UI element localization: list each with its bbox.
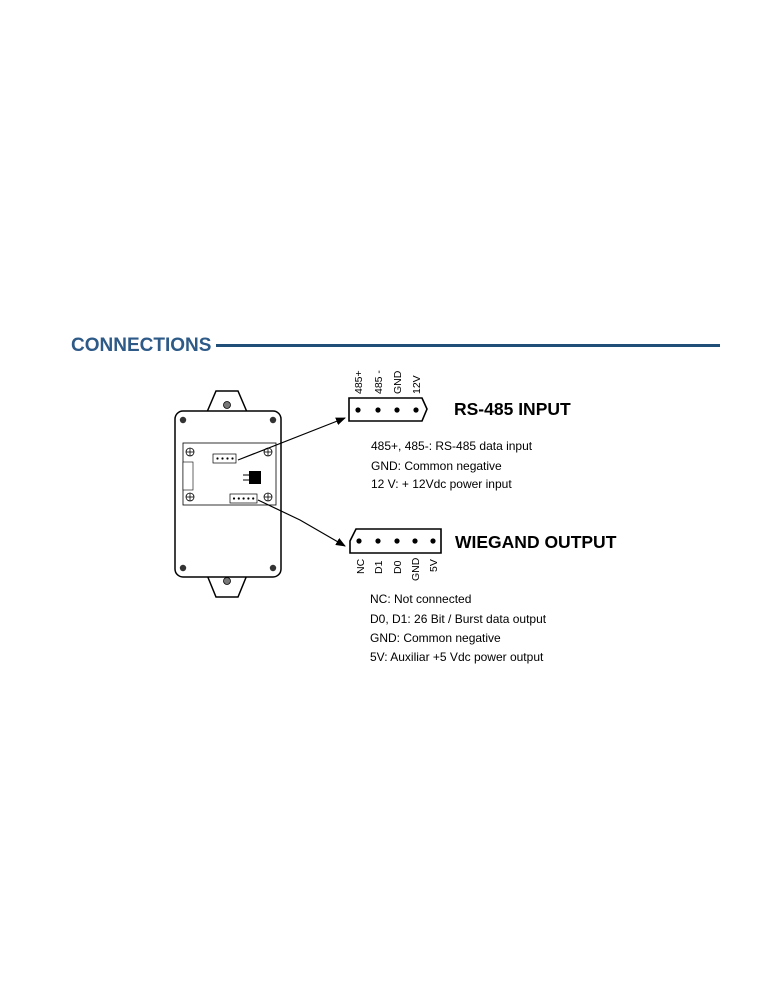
circuit-board [182, 442, 277, 506]
wiegand-pin-label: D0 [392, 560, 404, 574]
screw-top-left [179, 416, 187, 424]
screw-bottom-left [179, 564, 187, 572]
wiegand-pin-dot [394, 538, 400, 544]
rs485-description: GND: Common negative [371, 459, 502, 473]
screw-top-right [269, 416, 277, 424]
screw-bottom-right [269, 564, 277, 572]
wiegand-arrow [257, 499, 346, 547]
rs485-pin-label: GND [392, 370, 404, 394]
wiegand-pin-dot [430, 538, 436, 544]
section-title: CONNECTIONS [71, 335, 212, 356]
wiegand-pin-dot [375, 538, 381, 544]
rs485-arrow [237, 417, 346, 461]
wiegand-pin-label: NC [355, 558, 367, 574]
pcb-rs485-connector [212, 453, 237, 464]
pcb-side-component [182, 461, 194, 491]
wiegand-pin-dot [412, 538, 418, 544]
rs485-pin-label: 485+ [353, 370, 365, 394]
wiegand-pin-label: 5V [428, 559, 440, 572]
pcb-jumper [243, 471, 261, 484]
pcb-hole-top-left-icon [185, 447, 195, 457]
pcb-outline [182, 442, 277, 506]
rs485-pin-dot [413, 407, 419, 413]
wiegand-pin-label: D1 [373, 560, 385, 574]
rs485-pin-dot [355, 407, 361, 413]
rs485-description: 485+, 485-: RS-485 data input [371, 439, 533, 453]
bottom-mounting-hole [223, 577, 231, 585]
wiegand-description: NC: Not connected [370, 592, 471, 606]
wiegand-description: GND: Common negative [370, 631, 501, 645]
rs485-description: 12 V: + 12Vdc power input [371, 477, 512, 491]
rs485-pin-dot [375, 407, 381, 413]
section-divider [216, 344, 720, 347]
wiegand-description: 5V: Auxiliar +5 Vdc power output [370, 650, 544, 664]
rs485-terminal-block [348, 397, 428, 422]
top-mounting-hole [223, 401, 231, 409]
pcb-hole-bottom-left-icon [185, 492, 195, 502]
wiegand-description: D0, D1: 26 Bit / Burst data output [370, 612, 547, 626]
wiegand-heading: WIEGAND OUTPUT [455, 532, 617, 552]
pcb-hole-bottom-right-icon [263, 492, 273, 502]
pcb-wiegand-connector [229, 493, 258, 504]
rs485-heading: RS-485 INPUT [454, 399, 571, 419]
wiegand-pin-dot [356, 538, 362, 544]
rs485-pin-label: 485 - [373, 370, 385, 394]
bottom-mounting-tab [206, 574, 248, 598]
wiegand-pin-label: GND [410, 557, 422, 581]
rs485-pin-dot [394, 407, 400, 413]
rs485-pin-label: 12V [411, 375, 423, 394]
wiegand-terminal-block [349, 528, 442, 554]
